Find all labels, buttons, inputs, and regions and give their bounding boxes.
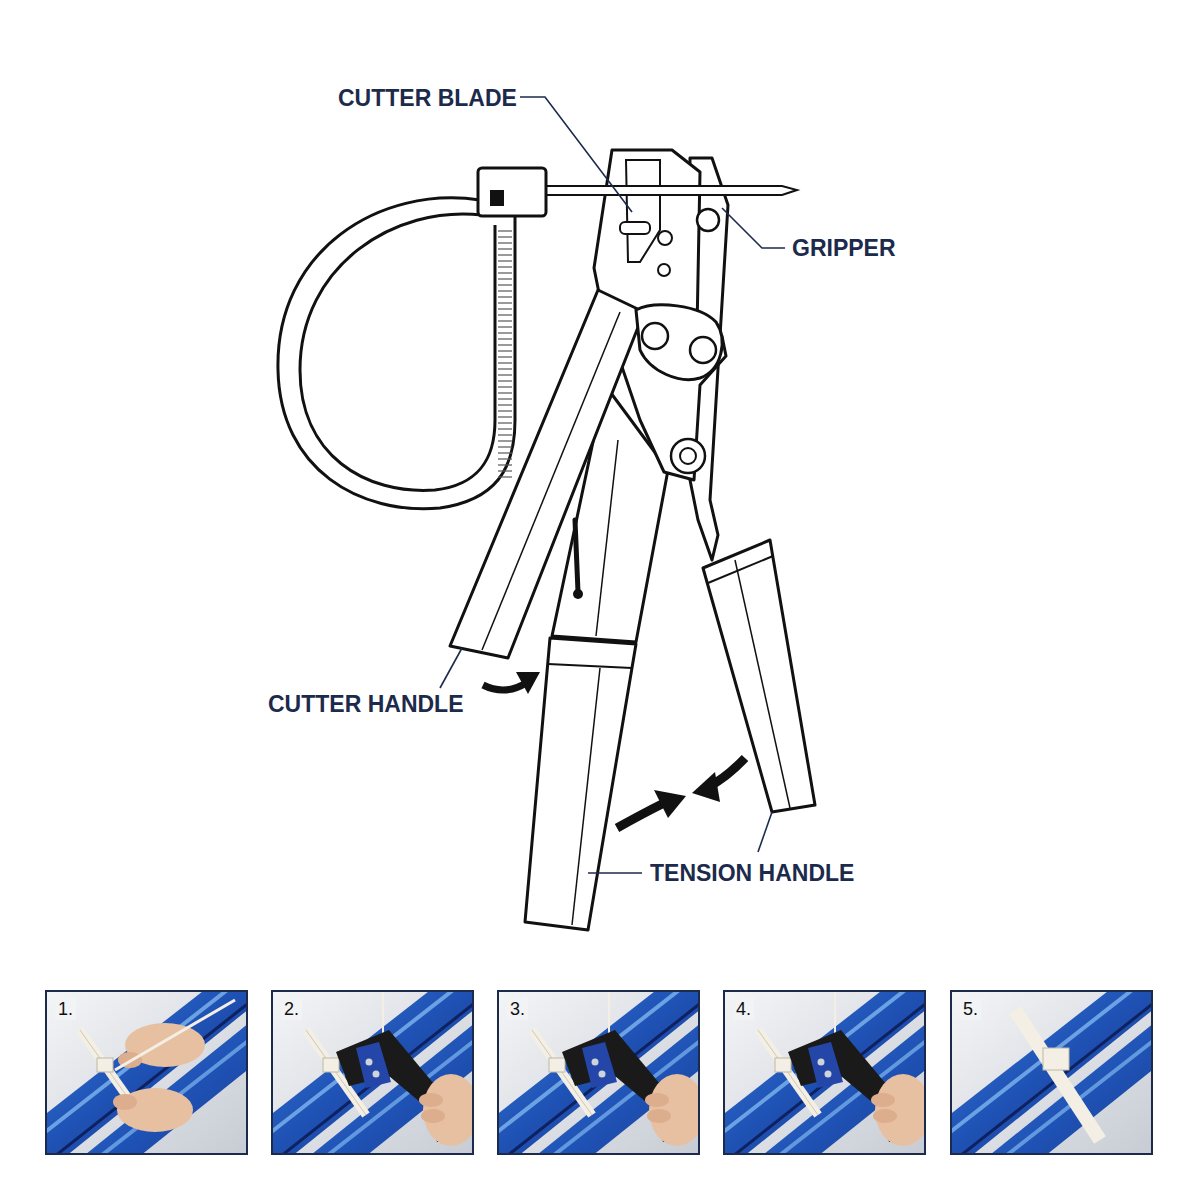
step-panel: 3. bbox=[497, 990, 700, 1155]
step-number: 1. bbox=[55, 998, 76, 1020]
step-number: 5. bbox=[960, 998, 981, 1020]
step-number: 3. bbox=[507, 998, 528, 1020]
step-panel: 4. bbox=[723, 990, 926, 1155]
step-number: 2. bbox=[281, 998, 302, 1020]
step-number: 4. bbox=[733, 998, 754, 1020]
part-label: GRIPPER bbox=[792, 234, 896, 262]
step-panel: 1. bbox=[45, 990, 248, 1155]
part-label: TENSION HANDLE bbox=[650, 859, 854, 887]
step-panel: 5. bbox=[950, 990, 1153, 1155]
step-panel: 2. bbox=[271, 990, 474, 1155]
part-label: CUTTER HANDLE bbox=[268, 690, 464, 718]
part-label: CUTTER BLADE bbox=[338, 84, 517, 112]
